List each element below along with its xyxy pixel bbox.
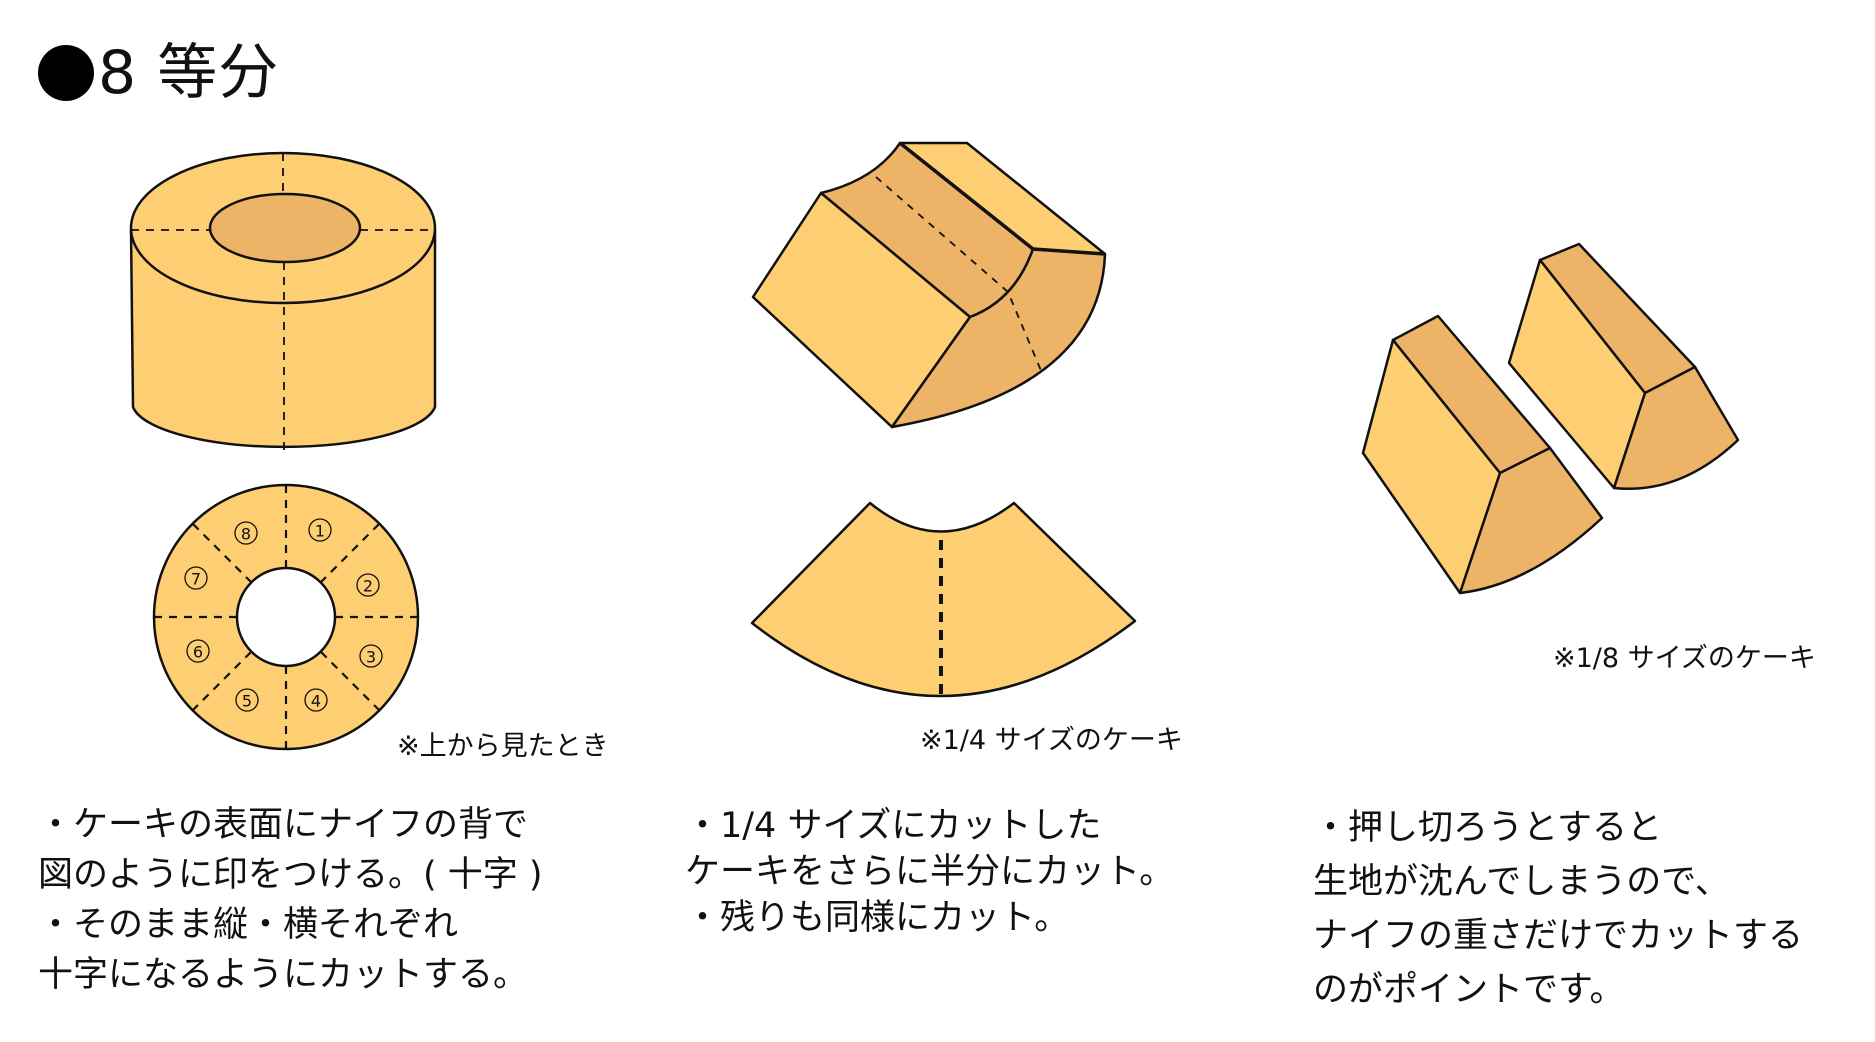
step-3-line: ナイフの重さだけでカットする <box>1313 916 1804 956</box>
step-3-line: ・押し切ろうとすると <box>1313 808 1662 848</box>
step-1-line: 図のように印をつける。( 十字 ) <box>38 855 543 895</box>
quarter-cake-illustration <box>751 141 1107 429</box>
quarter-cake-top-view <box>750 501 1137 700</box>
eighth-piece-right <box>1507 242 1740 490</box>
page-title: 8 等分 <box>38 38 279 108</box>
eighth-cake-illustration <box>1361 242 1740 595</box>
segment-label-8: 8 <box>241 525 251 544</box>
top-view-ring: 1 2 3 4 5 6 7 8 <box>152 483 420 751</box>
segment-label-6: 6 <box>193 643 203 662</box>
whole-cake-caption: ※上から見たとき <box>397 731 609 762</box>
step-1-line: ・ケーキの表面にナイフの背で <box>38 805 529 845</box>
step-1-text: ・ケーキの表面にナイフの背で 図のように印をつける。( 十字 ) ・そのまま縦・… <box>38 800 543 1000</box>
segment-label-7: 7 <box>191 570 201 589</box>
step-1-line: 十字になるようにカットする。 <box>38 955 529 995</box>
step-3-text: ・押し切ろうとすると 生地が沈んでしまうので、 ナイフの重さだけでカットする の… <box>1313 801 1803 1017</box>
segment-label-1: 1 <box>315 522 325 541</box>
step-3-line: のがポイントです。 <box>1313 970 1625 1010</box>
segment-label-2: 2 <box>363 577 373 596</box>
step-2-text: ・1/4 サイズにカットした ケーキをさらに半分にカット。 ・残りも同様にカット… <box>685 803 1174 941</box>
eighth-piece-left <box>1361 314 1604 595</box>
step-1-line: ・そのまま縦・横それぞれ <box>38 905 459 945</box>
step-2-line: ・残りも同様にカット。 <box>685 898 1070 938</box>
step-2-line: ケーキをさらに半分にカット。 <box>685 852 1175 892</box>
eighth-cake-caption: ※1/8 サイズのケーキ <box>1553 643 1816 674</box>
segment-label-3: 3 <box>366 648 376 667</box>
whole-cake-illustration <box>129 151 437 450</box>
bullet-icon <box>38 45 94 101</box>
quarter-cake-caption: ※1/4 サイズのケーキ <box>920 725 1183 756</box>
segment-label-4: 4 <box>311 692 321 711</box>
page-title-text: 8 等分 <box>98 38 280 108</box>
step-2-line: ・1/4 サイズにカットした <box>685 806 1102 846</box>
step-3-line: 生地が沈んでしまうので、 <box>1313 862 1730 902</box>
segment-label-5: 5 <box>242 692 252 711</box>
